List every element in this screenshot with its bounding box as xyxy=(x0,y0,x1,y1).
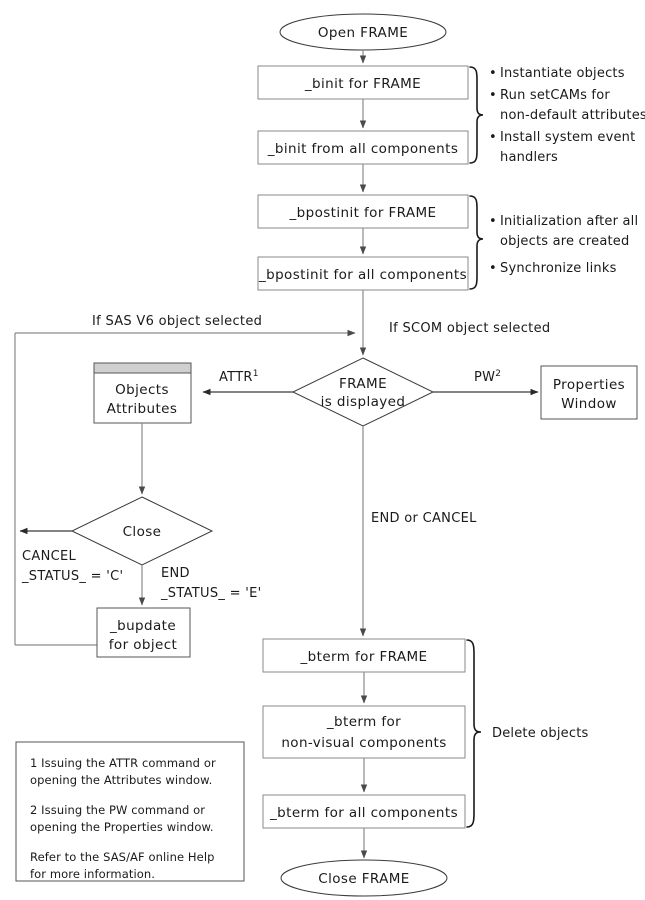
edge-label-pw-superscript: 2 xyxy=(495,369,501,379)
postinit-bullet-0-line-1: objects are created xyxy=(500,234,629,249)
decision-frame-is-displayed: FRAME is displayed xyxy=(291,357,435,427)
edge-label-cancel-line-2: _STATUS_ = 'C' xyxy=(21,569,123,584)
decision-frame-is-displayed-line-2: is displayed xyxy=(321,394,406,410)
edge-label-scom: If SCOM object selected xyxy=(389,321,550,336)
footnotes-box: 1 Issuing the ATTR command or opening th… xyxy=(15,741,245,882)
decision-close: Close xyxy=(70,496,214,566)
postinit-bullet-0-line-0: Initialization after all xyxy=(500,214,638,229)
node-bpostinit-for-all-components-label: _bpostinit for all components xyxy=(258,267,467,283)
edge-label-end-line-1: END xyxy=(161,566,190,581)
postinit-bullet-1-marker: • xyxy=(489,261,497,276)
window-objects-attributes-titlebar xyxy=(93,362,192,374)
footnote-0-line-1: opening the Attributes window. xyxy=(30,773,212,787)
init-bullet-2-line-1: handlers xyxy=(500,150,558,165)
annotation-init-group: • Instantiate objects • Run setCAMs for … xyxy=(489,66,645,165)
node-bupdate-line-2: for object xyxy=(109,637,177,653)
decision-frame-is-displayed-line-1: FRAME xyxy=(339,376,387,392)
node-bterm-for-frame-label: _bterm for FRAME xyxy=(300,649,428,665)
edge-label-end-or-cancel: END or CANCEL xyxy=(371,511,477,526)
window-properties-line-2: Window xyxy=(561,396,617,412)
footnote-2-line-1: for more information. xyxy=(30,867,155,881)
edge-label-pw: PW2 xyxy=(474,369,501,385)
edge-label-attr: ATTR1 xyxy=(219,369,259,385)
postinit-bullet-1-line-0: Synchronize links xyxy=(500,261,617,276)
brace-postinit-group xyxy=(469,195,484,290)
node-bpostinit-for-frame: _bpostinit for FRAME xyxy=(257,194,469,229)
node-binit-from-all-components-label: _binit from all components xyxy=(267,141,459,157)
node-bpostinit-for-all-components: _bpostinit for all components xyxy=(257,256,469,291)
terminal-open-frame: Open FRAME xyxy=(279,13,447,51)
node-bupdate-for-object: _bupdate for object xyxy=(96,607,191,658)
edge-label-attr-superscript: 1 xyxy=(253,369,259,379)
node-bterm-non-visual: _bterm for non-visual components xyxy=(262,705,466,759)
init-bullet-0-line-0: Instantiate objects xyxy=(500,66,625,81)
edge-label-end-line-2: _STATUS_ = 'E' xyxy=(160,586,262,601)
window-properties-line-1: Properties xyxy=(553,377,625,393)
init-bullet-1-marker: • xyxy=(489,88,497,103)
edge-label-cancel-line-1: CANCEL xyxy=(22,549,76,564)
brace-term-group xyxy=(466,639,482,828)
init-bullet-2-marker: • xyxy=(489,130,497,145)
annotation-postinit-group: • Initialization after all objects are c… xyxy=(489,214,638,276)
window-objects-attributes-line-1: Objects xyxy=(115,382,169,398)
node-bterm-non-visual-line-2: non-visual components xyxy=(281,735,446,751)
node-binit-for-frame-label: _binit for FRAME xyxy=(304,76,421,92)
annotation-term-group-label: Delete objects xyxy=(492,726,589,741)
footnote-1-line-0: 2 Issuing the PW command or xyxy=(30,803,205,817)
node-bterm-for-frame: _bterm for FRAME xyxy=(262,638,466,673)
decision-close-label: Close xyxy=(123,524,162,540)
node-bpostinit-for-frame-label: _bpostinit for FRAME xyxy=(289,205,437,221)
terminal-close-frame-label: Close FRAME xyxy=(318,871,409,887)
node-binit-from-all-components: _binit from all components xyxy=(257,130,469,165)
node-bupdate-line-1: _bupdate xyxy=(109,618,176,634)
node-bterm-all-components-label: _bterm for all components xyxy=(269,805,458,821)
window-objects-attributes-line-2: Attributes xyxy=(107,401,178,417)
node-bterm-all-components: _bterm for all components xyxy=(262,794,466,829)
postinit-bullet-0-marker: • xyxy=(489,214,497,229)
terminal-close-frame: Close FRAME xyxy=(280,859,448,897)
footnote-2-line-0: Refer to the SAS/AF online Help xyxy=(30,850,215,864)
footnote-1-line-1: opening the Properties window. xyxy=(30,820,214,834)
terminal-open-frame-label: Open FRAME xyxy=(318,25,408,41)
footnote-0-line-0: 1 Issuing the ATTR command or xyxy=(30,756,216,770)
init-bullet-2-line-0: Install system event xyxy=(500,130,635,145)
init-bullet-0-marker: • xyxy=(489,66,497,81)
edge-label-sas-v6: If SAS V6 object selected xyxy=(92,314,262,329)
node-bterm-non-visual-line-1: _bterm for xyxy=(326,714,401,730)
window-properties: Properties Window xyxy=(540,365,638,420)
init-bullet-1-line-0: Run setCAMs for xyxy=(500,88,610,103)
node-binit-for-frame: _binit for FRAME xyxy=(257,65,469,100)
window-objects-attributes: Objects Attributes xyxy=(93,362,192,424)
brace-init-group xyxy=(469,66,484,164)
init-bullet-1-line-1: non-default attributes xyxy=(500,108,645,123)
